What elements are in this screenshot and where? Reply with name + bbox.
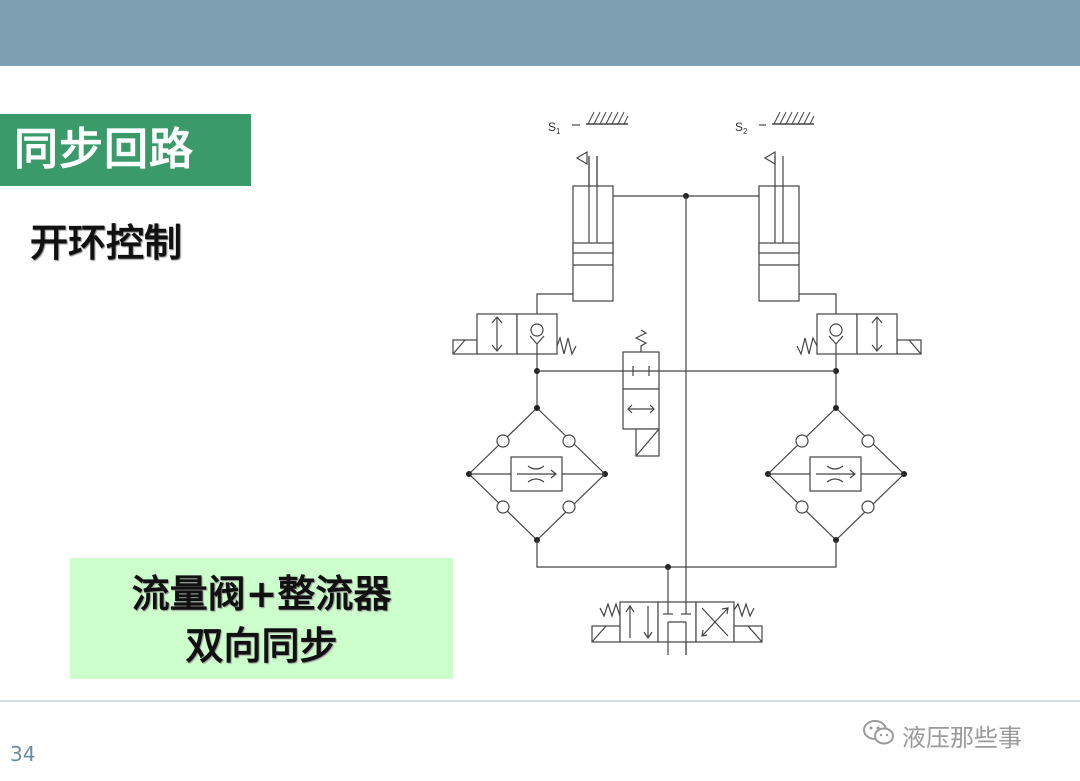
hydraulic-circuit-diagram: S1 S2 — [452, 111, 922, 655]
watermark: 液压那些事 — [862, 718, 1022, 753]
cylinder-left — [572, 150, 614, 302]
check-valve-left — [452, 313, 577, 356]
cylinder-right — [758, 150, 800, 302]
rectifier-bridge-right — [765, 405, 907, 543]
note-line-1: 流量阀+整流器 — [131, 572, 392, 616]
s2-label: S2 — [735, 120, 748, 136]
pilot-valve-center — [622, 329, 660, 457]
ground-hatch-left — [586, 111, 629, 125]
footer-divider — [0, 700, 1080, 702]
s1-label: S1 — [548, 120, 561, 136]
page-number: 34 — [10, 742, 36, 766]
top-banner — [0, 0, 1080, 66]
check-valve-right — [796, 313, 922, 356]
watermark-text: 液压那些事 — [902, 724, 1022, 752]
directional-valve-bottom — [591, 601, 763, 655]
ground-hatch-right — [772, 111, 815, 125]
rectifier-bridge-left — [466, 405, 608, 543]
wechat-icon — [862, 719, 896, 753]
note-line-2: 双向同步 — [185, 624, 338, 668]
slide-subtitle: 开环控制 — [30, 221, 183, 265]
slide-title: 同步回路 — [0, 114, 251, 186]
note-box: 流量阀+整流器 双向同步 — [70, 558, 453, 679]
